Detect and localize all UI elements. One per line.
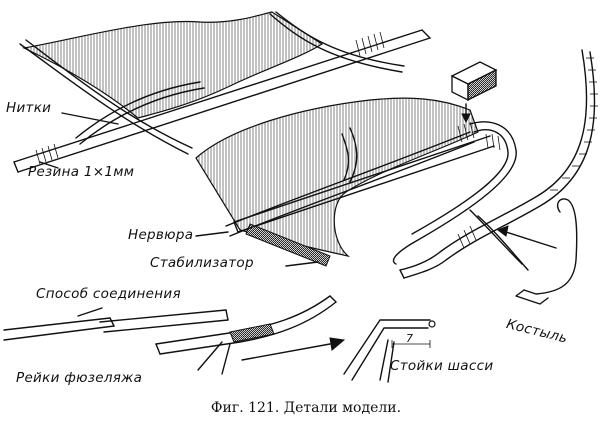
joint-method	[3, 307, 229, 341]
fuselage-rails	[155, 295, 346, 375]
label-threads: Нитки	[6, 100, 52, 116]
stabilizer-middle	[195, 97, 517, 267]
figure-caption: Фиг. 121. Детали модели.	[210, 400, 402, 416]
label-stabilizer: Стабилизатор	[150, 255, 254, 271]
landing-gear-struts: 7	[343, 319, 436, 383]
label-landing-gear: Стойки шасси	[390, 358, 494, 374]
svg-text:7: 7	[406, 332, 413, 345]
label-rib: Нервюра	[128, 227, 194, 243]
curved-rod-right	[399, 49, 598, 279]
label-joint-method: Способ соединения	[36, 286, 181, 302]
label-fuselage-rails: Рейки фюзеляжа	[16, 370, 143, 386]
tail-skid	[469, 198, 578, 305]
stabilizer-top-left	[13, 11, 431, 173]
label-rubber: Резина 1×1мм	[28, 164, 135, 180]
small-block	[450, 61, 498, 124]
